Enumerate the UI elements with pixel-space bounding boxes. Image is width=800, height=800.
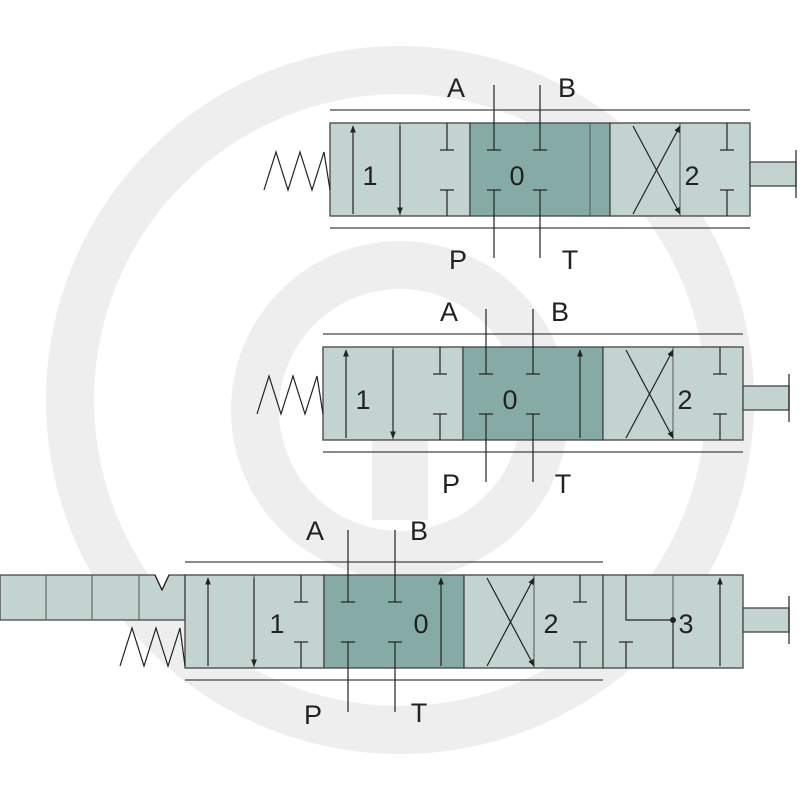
valve-3-label-3: 3 — [678, 609, 693, 639]
valve-3-label-1: 1 — [269, 609, 284, 639]
valve-1-label-1: 1 — [362, 161, 377, 191]
valve-2-port-a: A — [440, 297, 458, 327]
valve-1-label-0: 0 — [509, 161, 524, 191]
valve-2-port-b: B — [551, 297, 569, 327]
valve-3-detent-housing — [0, 574, 186, 621]
valve-3-spring-icon — [119, 626, 186, 668]
valve-3-label-0: 0 — [413, 609, 428, 639]
valve-2-port-p: P — [442, 469, 460, 499]
valve-2-actuator — [742, 385, 790, 411]
valve-3-position-0-cell — [323, 574, 465, 669]
valve-1-port-b: B — [558, 73, 576, 103]
valve-1-port-p: P — [449, 245, 467, 275]
valve-3-label-2: 2 — [543, 609, 558, 639]
valve-2-spring-icon — [256, 374, 324, 416]
valve-1: A B P T 1 0 2 — [263, 73, 797, 275]
valve-3-port-b: B — [410, 516, 428, 546]
valve-2-label-1: 1 — [355, 385, 370, 415]
valve-3-port-p: P — [304, 700, 322, 730]
valve-3: A B P T 1 0 2 3 — [0, 516, 790, 730]
valve-2-label-0: 0 — [502, 385, 517, 415]
valve-1-port-t: T — [562, 245, 579, 275]
valve-1-label-2: 2 — [684, 161, 699, 191]
valve-3-port-a: A — [306, 516, 324, 546]
valve-1-actuator — [749, 161, 797, 187]
valve-2: A B P T 1 0 2 — [256, 297, 790, 499]
valve-2-label-2: 2 — [677, 385, 692, 415]
valve-3-port-t: T — [411, 698, 428, 728]
valve-1-spring-icon — [263, 150, 331, 192]
valve-3-actuator — [742, 607, 790, 633]
valve-2-port-t: T — [555, 469, 572, 499]
valve-1-port-a: A — [447, 73, 465, 103]
